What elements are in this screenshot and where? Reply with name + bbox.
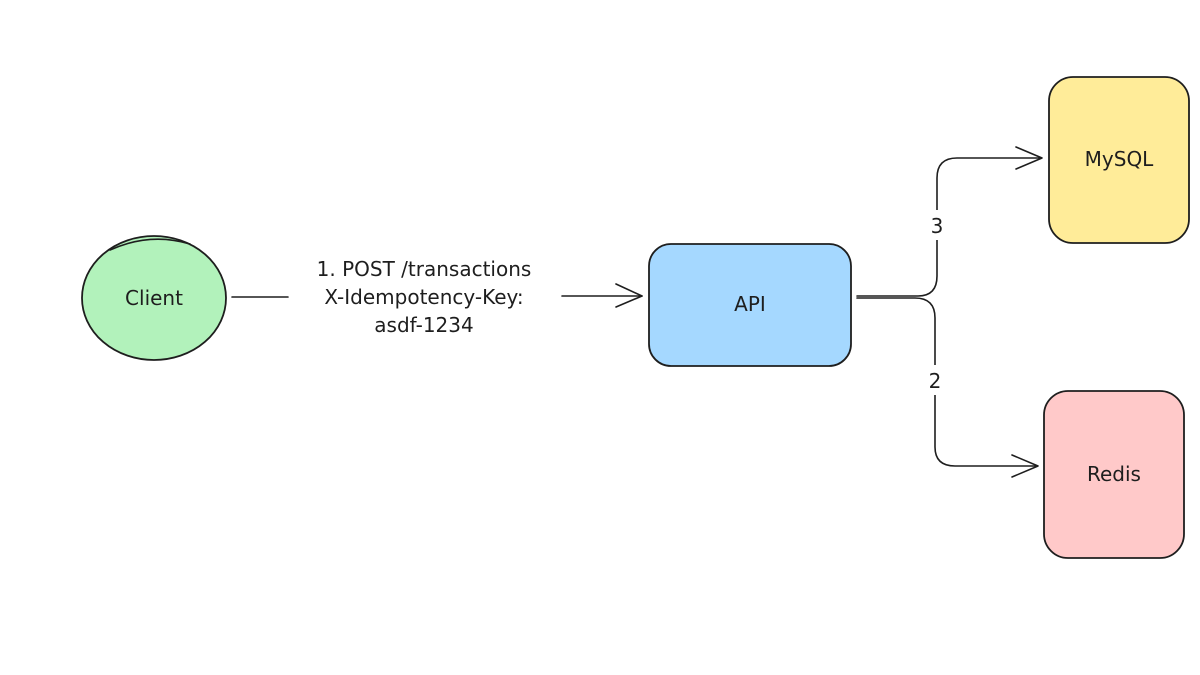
redis-label: Redis: [1087, 462, 1141, 486]
edge-api-redis-arrowhead: [1011, 454, 1039, 478]
edge-client-api-label-line3: asdf-1234: [374, 313, 473, 337]
edge-client-api-label-line2: X-Idempotency-Key:: [324, 285, 523, 309]
client-node-shape: [81, 235, 227, 361]
client-node[interactable]: Client: [81, 235, 227, 361]
api-node[interactable]: API: [648, 243, 852, 367]
mysql-node[interactable]: MySQL: [1048, 76, 1190, 244]
mysql-node-shape: [1048, 76, 1190, 244]
edge-api-mysql-arrowhead: [1015, 146, 1043, 170]
edge-api-mysql-label-bg: [925, 210, 949, 240]
client-label: Client: [125, 286, 183, 310]
redis-node-shape: [1043, 390, 1185, 559]
edge-api-redis-label-bg: [923, 365, 947, 395]
edge-api-mysql: 3: [856, 146, 1043, 297]
edge-api-redis: 2: [856, 297, 1039, 478]
edge-client-api: 1. POST /transactions X-Idempotency-Key:…: [231, 257, 643, 337]
api-label: API: [734, 292, 766, 316]
redis-node[interactable]: Redis: [1043, 390, 1185, 559]
edge-api-redis-label: 2: [929, 369, 942, 393]
edge-client-api-arrowhead: [615, 283, 643, 308]
api-node-shape: [648, 243, 852, 367]
edge-api-mysql-label: 3: [931, 214, 944, 238]
client-node-sketch: [109, 238, 191, 251]
mysql-label: MySQL: [1085, 147, 1155, 171]
edge-client-api-label-line1: 1. POST /transactions: [317, 257, 532, 281]
